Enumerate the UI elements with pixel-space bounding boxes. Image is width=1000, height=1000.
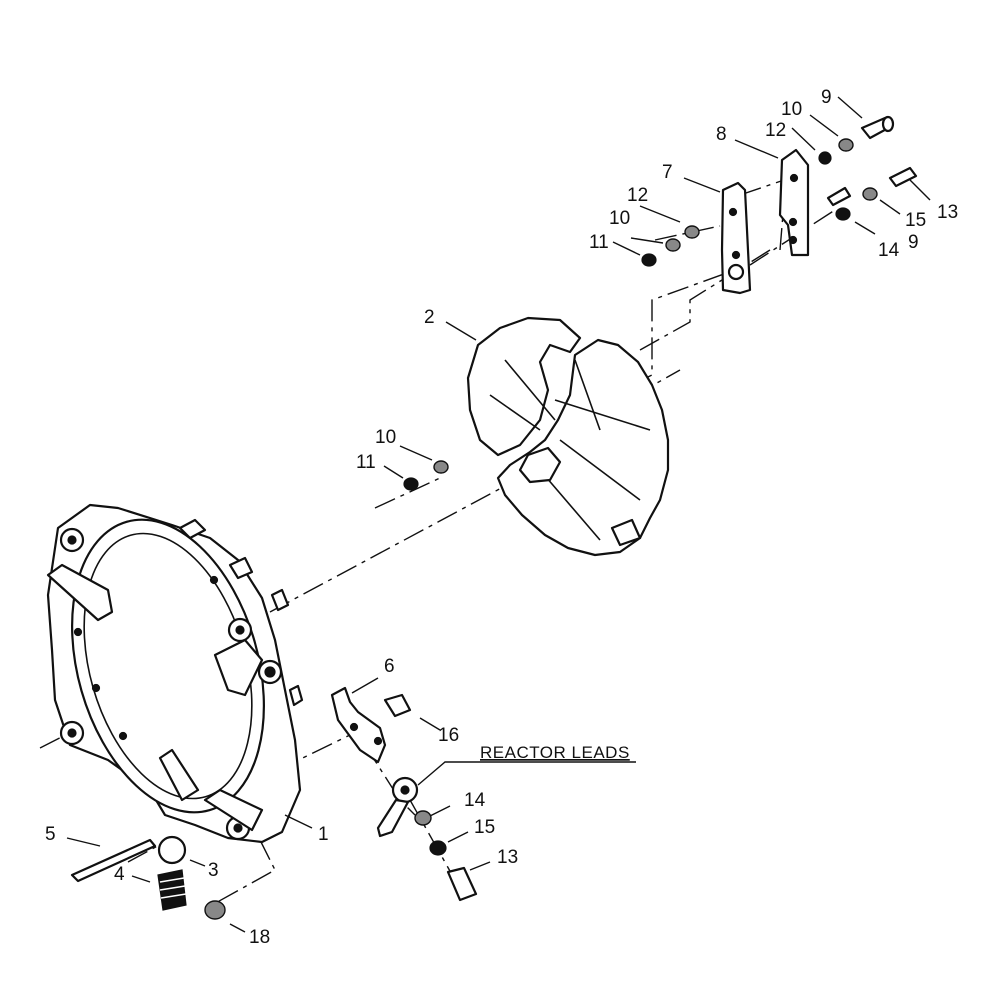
callout-12-top: 12 [765, 120, 786, 141]
callout-8: 8 [716, 124, 727, 145]
callout-9-top: 9 [821, 87, 832, 108]
callout-5: 5 [45, 824, 56, 845]
callout-14-bottom: 14 [464, 790, 486, 811]
callout-11-left: 11 [589, 232, 609, 253]
callout-14-right: 14 [878, 240, 900, 261]
callout-15-bottom: 15 [474, 817, 495, 838]
bracket-8 [778, 148, 810, 257]
callout-13-bottom: 13 [497, 847, 518, 868]
fan-wheel [466, 316, 670, 557]
callout-1: 1 [318, 824, 329, 845]
leader-lines [66, 96, 931, 933]
callout-16: 16 [438, 725, 459, 746]
callout-3: 3 [208, 860, 219, 881]
hardware [70, 115, 918, 920]
callout-12-left: 12 [627, 185, 648, 206]
callout-18: 18 [249, 927, 270, 948]
callout-13-top: 13 [937, 202, 958, 223]
callout-2: 2 [424, 307, 435, 328]
callout-4: 4 [114, 864, 125, 885]
bracket-7 [720, 181, 752, 295]
callout-7: 7 [662, 162, 673, 183]
callout-labels: 1 2 3 4 5 6 7 8 9 9 10 10 10 11 11 12 12… [45, 87, 958, 948]
callout-10-top: 10 [781, 99, 802, 120]
callout-6: 6 [384, 656, 395, 677]
callout-9-right: 9 [908, 232, 919, 253]
callout-10-hub: 10 [375, 427, 396, 448]
callout-11-hub: 11 [356, 452, 376, 473]
housing-ring [46, 503, 304, 844]
reactor-leads-label: REACTOR LEADS [480, 743, 630, 762]
callout-10-left: 10 [609, 208, 630, 229]
callout-15-right: 15 [905, 210, 926, 231]
